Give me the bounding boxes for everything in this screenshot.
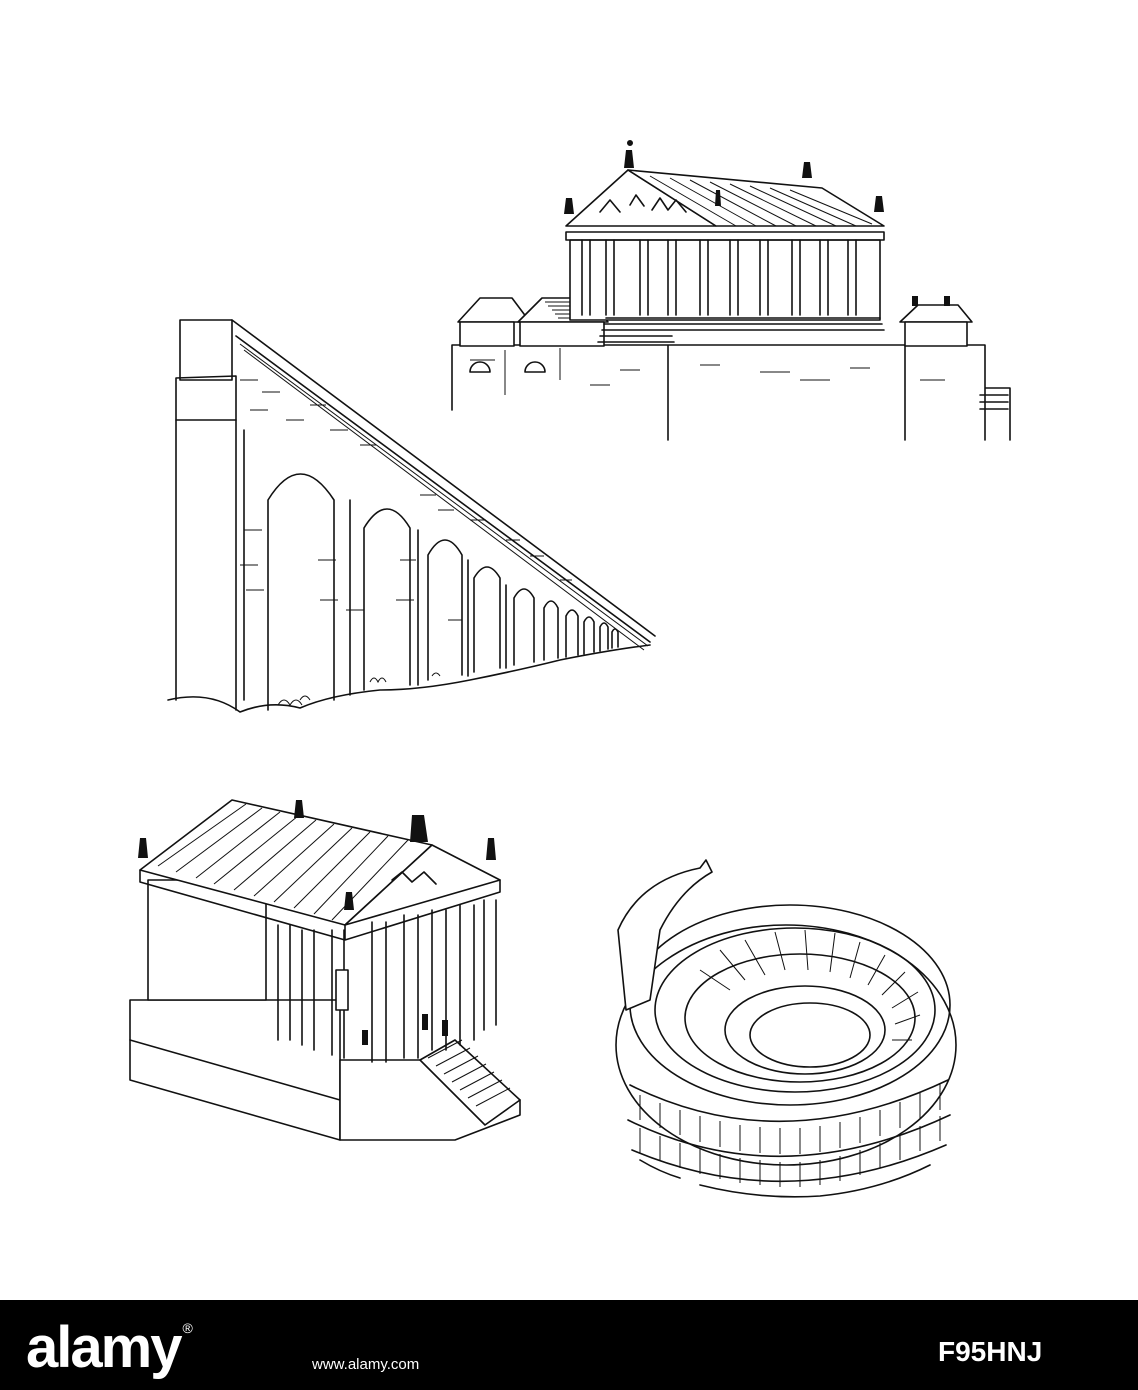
image-id: F95HNJ <box>938 1336 1043 1367</box>
roman-temple-drawing <box>129 799 521 1141</box>
illustration-artboard <box>129 140 1011 1198</box>
site-url: www.alamy.com <box>312 1356 420 1373</box>
temple-stairs <box>419 1039 521 1126</box>
stock-footer-bar: alamy® www.alamy.com F95HNJ <box>0 1300 1138 1390</box>
brand-text: alamy <box>26 1315 182 1380</box>
colosseum-arcades <box>627 1079 951 1187</box>
trademark-symbol: ® <box>182 1320 192 1336</box>
temple-columns <box>581 239 857 316</box>
aqueduct-arches <box>267 473 619 711</box>
alamy-logo: alamy® <box>26 1314 193 1381</box>
aqueduct-drawing <box>167 319 656 713</box>
acropolis-temple-drawing <box>451 140 1011 441</box>
colosseum-drawing <box>615 859 957 1198</box>
